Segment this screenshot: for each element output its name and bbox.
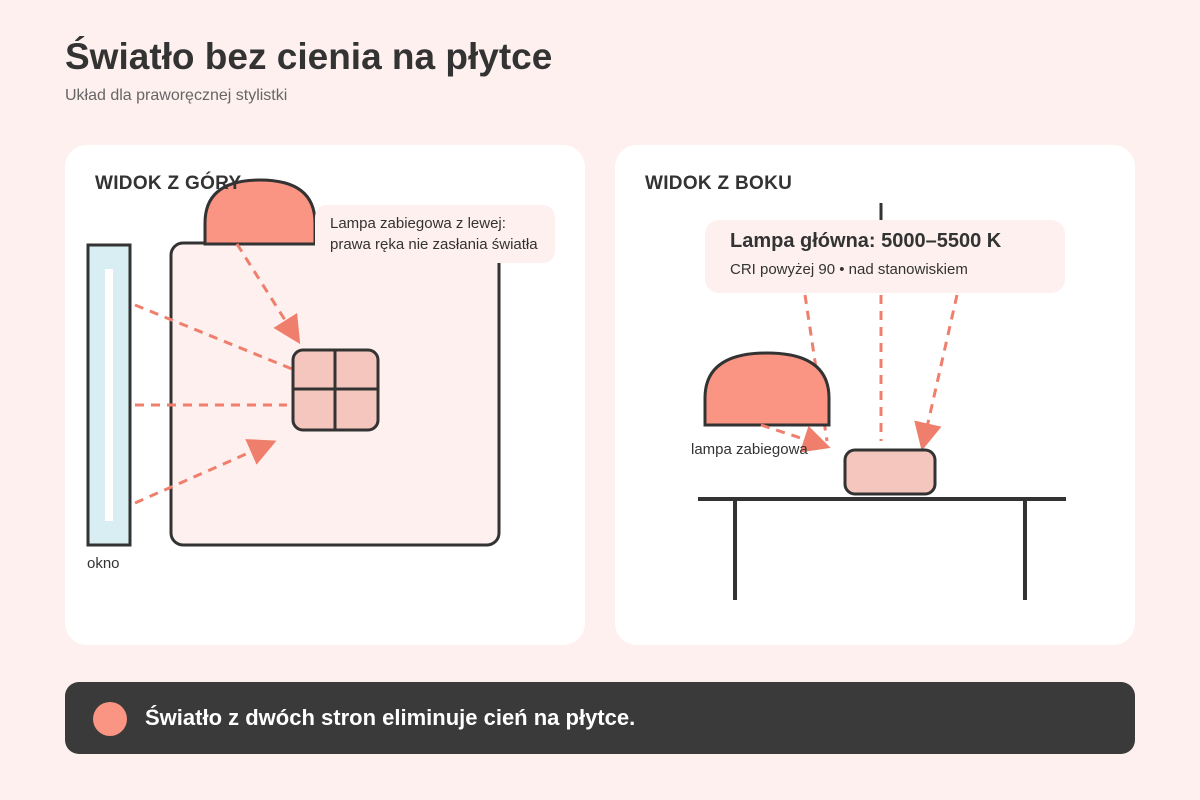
accent-dot (93, 702, 127, 736)
window-glass-highlight (105, 269, 113, 521)
main-lamp-ray-left (803, 294, 829, 442)
side-view-label: WIDOK Z BOKU (645, 173, 793, 194)
summary-banner: Światło z dwóch stron eliminuje cień na … (65, 682, 1135, 754)
window-light-ray-top (134, 303, 293, 371)
side-view-diagram (698, 203, 1066, 600)
main-lamp-ray-right (914, 294, 959, 451)
window-label: okno (87, 555, 120, 572)
lamp-light-ray (235, 243, 301, 345)
lamp-note-box: Lampa zabiegowa z lewej: prawa ręka nie … (315, 205, 555, 263)
treatment-lamp-label: lampa zabiegowa (691, 441, 808, 458)
page-title: Światło bez cienia na płytce (65, 36, 553, 77)
summary-text: Światło z dwóch stron eliminuje cień na … (145, 705, 636, 730)
treatment-lamp-side (703, 351, 831, 427)
main-lamp-description: CRI powyżej 90 • nad stanowiskiem (730, 261, 968, 278)
page-subtitle: Układ dla praworęcznej stylistki (65, 87, 288, 104)
window-light-ray-bottom (134, 439, 277, 505)
top-view-panel: WIDOK Z GÓRY Lampa zabiegowa z lewej: pr… (65, 145, 585, 645)
main-lamp-box: Lampa główna: 5000–5500 K CRI powyżej 90… (705, 220, 1065, 293)
side-view-panel: WIDOK Z BOKU Lampa główna: 5000–5500 K C… (615, 145, 1135, 645)
treatment-lamp-ray (760, 423, 831, 453)
top-view-label: WIDOK Z GÓRY (95, 173, 242, 194)
treatment-lamp-top (203, 178, 317, 246)
main-lamp-title: Lampa główna: 5000–5500 K (730, 230, 1002, 252)
lamp-note-line1: Lampa zabiegowa z lewej: (330, 215, 506, 232)
lamp-note-line2: prawa ręka nie zasłania światła (330, 236, 538, 253)
lamp-note-text: Lampa zabiegowa z lewej: prawa ręka nie … (330, 213, 538, 255)
top-view-diagram (86, 178, 501, 547)
tile-side-view (843, 448, 937, 496)
